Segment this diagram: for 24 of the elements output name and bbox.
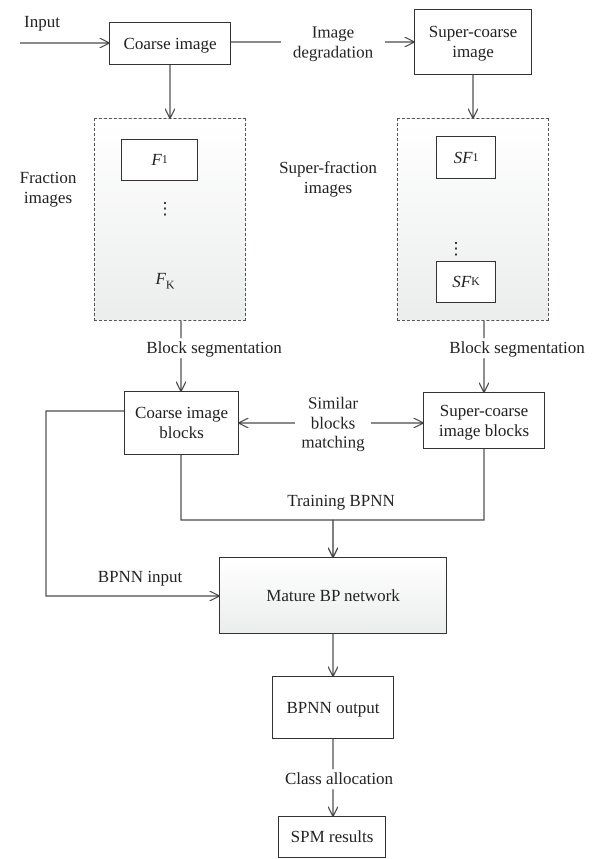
edge-label: Similar blocks matching xyxy=(295,394,371,452)
arrow xyxy=(327,634,339,678)
process-box: Coarse image blocks xyxy=(124,391,239,455)
arrow xyxy=(45,410,220,602)
box-label: ⋮ xyxy=(156,199,174,219)
process-box: Mature BP network xyxy=(219,557,447,634)
box-label: F$_{K}$ xyxy=(156,269,174,292)
edge-label: Class allocation xyxy=(282,769,396,789)
arrow xyxy=(164,65,176,120)
arrow xyxy=(327,449,485,558)
dashed-group-box xyxy=(94,118,246,321)
process-box: Super-coarse image blocks xyxy=(423,392,545,449)
process-box: Coarse image xyxy=(109,22,231,65)
edge-label: Block segmentation xyxy=(447,338,587,358)
group-caption: Super-fraction images xyxy=(278,158,378,199)
arrow xyxy=(20,37,110,49)
box-label: ⋮ xyxy=(448,239,464,259)
process-box: SPM results xyxy=(278,816,386,858)
dashed-group-box xyxy=(397,118,549,321)
group-caption: Fraction images xyxy=(18,168,78,209)
process-box: Super-coarse image xyxy=(414,9,532,75)
process-box: BPNN output xyxy=(272,676,394,739)
arrow xyxy=(467,75,479,120)
edge-label: Block segmentation xyxy=(144,338,284,358)
